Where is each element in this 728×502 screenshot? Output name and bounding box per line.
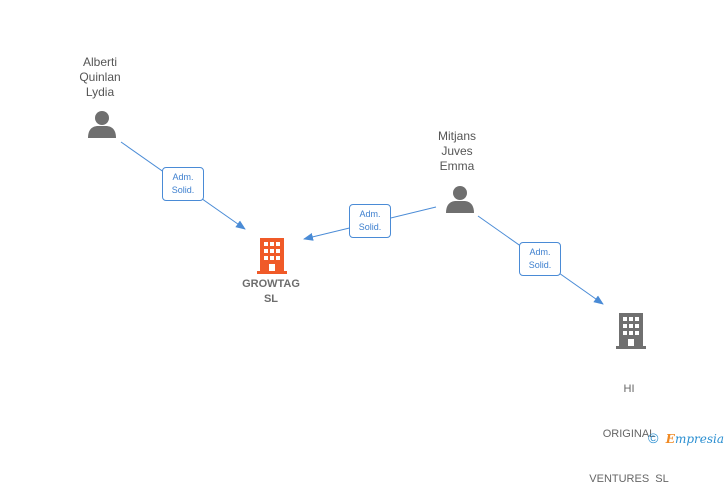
person-name-alberti[interactable]: Alberti Quinlan Lydia bbox=[60, 55, 140, 100]
relation-type: Adm. bbox=[359, 209, 381, 219]
name-line: Emma bbox=[439, 159, 475, 173]
name-line: VENTURES SL bbox=[589, 473, 669, 485]
edge-label-mitjans-hi-original[interactable]: Adm. Solid. bbox=[519, 242, 561, 276]
relation-type: Adm. bbox=[172, 172, 194, 182]
edge-label-mitjans-growtag[interactable]: Adm. Solid. bbox=[349, 204, 391, 238]
relation-type: Adm. bbox=[529, 247, 551, 257]
name-line: GROWTAG bbox=[242, 278, 300, 290]
company-name-growtag[interactable]: GROWTAG SL bbox=[221, 277, 321, 307]
brand-initial: E bbox=[665, 432, 675, 446]
name-line: HI bbox=[623, 383, 635, 395]
footer-brand: © Empresia bbox=[648, 430, 724, 446]
company-name-hi-original[interactable]: HI ORIGINAL VENTURES SL bbox=[574, 352, 684, 502]
name-line: Quinlan bbox=[79, 70, 121, 84]
building-icon[interactable] bbox=[616, 313, 646, 349]
name-line: SL bbox=[263, 293, 279, 305]
copyright-icon: © bbox=[648, 430, 659, 446]
name-line: Mitjans bbox=[437, 129, 476, 143]
name-line: ORIGINAL bbox=[602, 428, 656, 440]
relation-type: Solid. bbox=[171, 185, 195, 195]
name-line: Alberti bbox=[82, 55, 117, 69]
brand-rest: mpresia bbox=[674, 432, 724, 446]
person-icon[interactable] bbox=[445, 184, 475, 214]
relation-type: Solid. bbox=[528, 260, 552, 270]
building-icon[interactable] bbox=[257, 238, 287, 274]
edge-label-alberti-growtag[interactable]: Adm. Solid. bbox=[162, 167, 204, 201]
name-line: Juves bbox=[441, 144, 473, 158]
person-icon[interactable] bbox=[87, 109, 117, 139]
brand-logo[interactable]: Empresia bbox=[666, 432, 724, 446]
relation-type: Solid. bbox=[358, 222, 382, 232]
person-name-mitjans[interactable]: Mitjans Juves Emma bbox=[417, 129, 497, 174]
name-line: Lydia bbox=[85, 85, 115, 99]
